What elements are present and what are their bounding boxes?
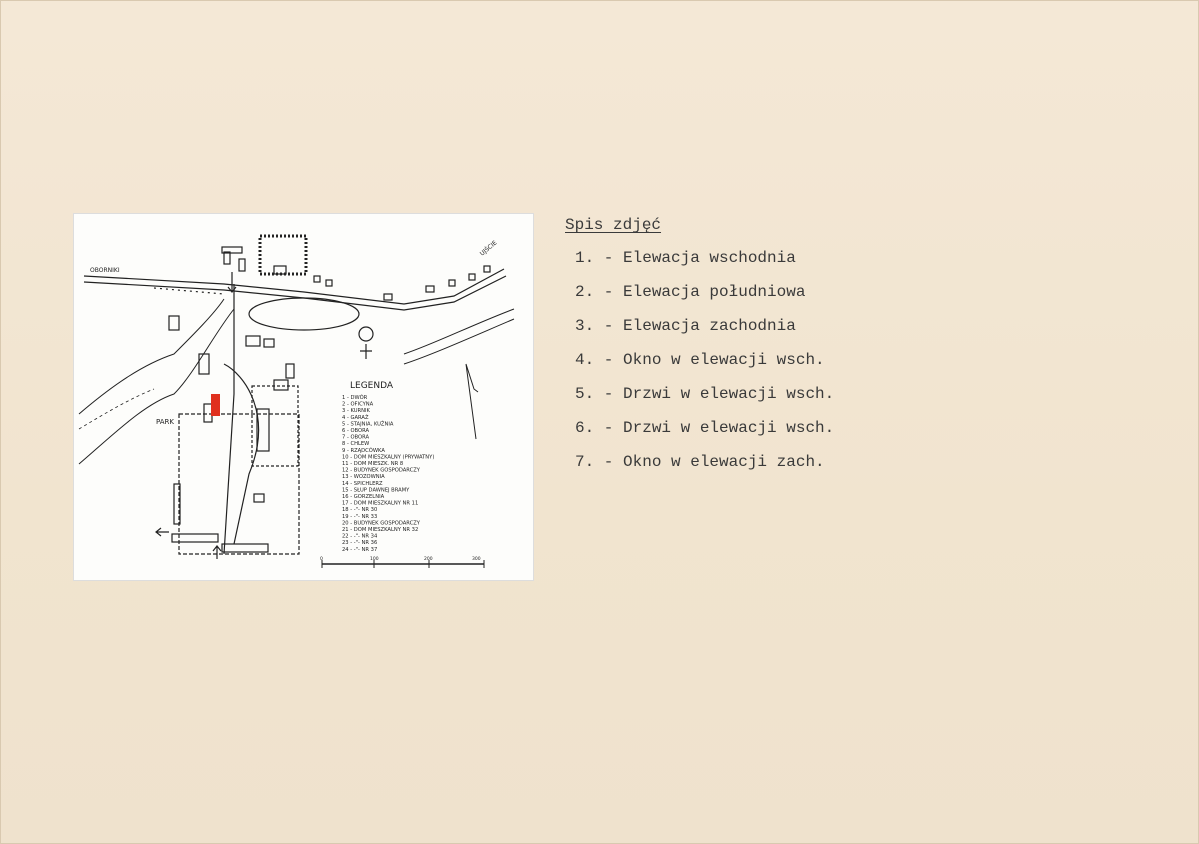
list-item: 2. - Elewacja południowa (575, 283, 806, 301)
list-items: 1. - Elewacja wschodnia 2. - Elewacja poł… (565, 241, 925, 479)
legend-item: 21 - DOM MIESZKALNY NR 32 (342, 527, 418, 533)
main-road-edge (83, 275, 507, 311)
legend-item: 13 - WOZOWNIA (342, 474, 385, 480)
scale-bar: 0 100 200 300 (320, 556, 481, 562)
highlighted-building (211, 394, 220, 416)
list-item: 1. - Elewacja wschodnia (575, 249, 796, 267)
legend-item: 11 - DOM MIESZK. NR 8 (342, 461, 403, 467)
main-road (83, 268, 505, 305)
list-item: 3. - Elewacja zachodnia (575, 317, 796, 335)
legend-item: 5 - STAJNIA, KUŹNIA (342, 419, 394, 427)
estate-boundary (178, 413, 300, 555)
legend-item: 20 - BUDYNEK GOSPODARCZY (342, 520, 421, 526)
scale-label: 300 (472, 556, 481, 562)
legend-item: 12 - BUDYNEK GOSPODARCZY (342, 468, 421, 474)
legend-item: 15 - SŁUP DAWNEJ BRAMY (342, 487, 410, 493)
legend-item: 14 - SPICHLERZ (342, 481, 383, 487)
legend-item: 6 - OBORA (342, 428, 369, 434)
pond (248, 297, 360, 331)
legend-item: 17 - DOM MIESZKALNY NR 11 (342, 501, 418, 507)
label-park: PARK (156, 418, 174, 426)
legend-item: 3 - KURNIK (342, 408, 371, 414)
photo-list: Spis zdjęć 1. - Elewacja wschodnia 2. - E… (565, 215, 925, 479)
legend-item: 1 - DWÓR (342, 394, 368, 401)
legend-item: 23 - -"- NR 36 (342, 540, 377, 546)
legend-item: 24 - -"- NR 37 (342, 547, 377, 553)
legend-item: 19 - -"- NR 33 (342, 514, 377, 520)
legend-item: 4 - GARAŻ (342, 414, 369, 421)
legend-item: 2 - OFICYNA (342, 402, 374, 408)
label-oborniki: OBORNIKI (90, 267, 120, 274)
legend-item: 18 - -"- NR 30 (342, 507, 377, 513)
legend-item: 16 - GORZELNIA (342, 494, 385, 500)
legend-item: 9 - RZĄDCÓWKA (342, 447, 385, 454)
list-item: 4. - Okno w elewacji wsch. (575, 351, 825, 369)
list-item: 5. - Drzwi w elewacji wsch. (575, 385, 835, 403)
legend-title: LEGENDA (350, 381, 394, 391)
scale-label: 0 (320, 556, 323, 562)
list-title: Spis zdjęć (565, 216, 662, 234)
scale-label: 100 (370, 556, 379, 562)
legend-item: 8 - CHLEW (342, 441, 369, 447)
legend-item: 22 - -"- NR 34 (342, 534, 378, 540)
scale-label: 200 (424, 556, 433, 562)
legend-item: 10 - DOM MIESZKALNY (PRYWATNY) (342, 454, 434, 460)
river (78, 298, 225, 415)
label-ujscie: UJŚCIE (479, 239, 499, 257)
list-item: 7. - Okno w elewacji zach. (575, 453, 825, 471)
list-item: 6. - Drzwi w elewacji wsch. (575, 419, 835, 437)
legend-item: 7 - OBORA (342, 435, 369, 441)
